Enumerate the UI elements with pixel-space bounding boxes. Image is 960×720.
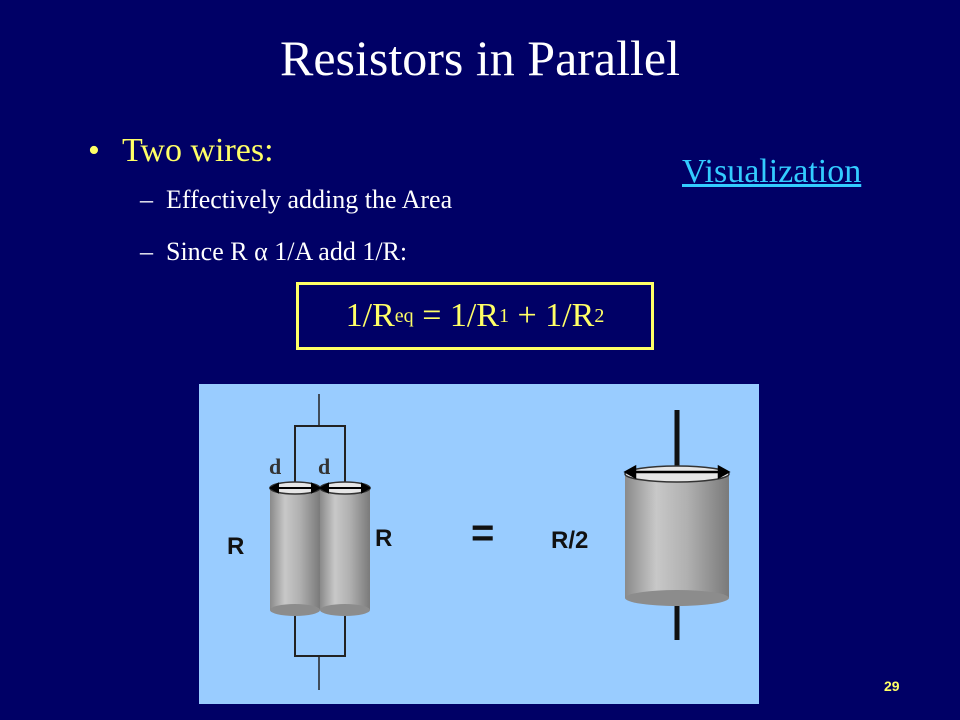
formula-lhs-sub: eq (394, 304, 414, 327)
left-resistor-cylinder (269, 481, 321, 616)
sub-item-1: –Effectively adding the Area (140, 185, 452, 215)
right-resistor-cylinder (319, 481, 371, 616)
page-number: 29 (884, 678, 900, 694)
r-label-left: R (227, 533, 244, 560)
formula-lhs: 1/R (345, 297, 395, 334)
double-width-arrow (623, 464, 731, 480)
bullet-dot: • (88, 132, 100, 169)
dash-icon: – (140, 237, 153, 266)
dash-icon: – (140, 185, 153, 214)
equivalent-resistor-cylinder (624, 465, 730, 606)
sub-item-2-text: Since R α 1/A add 1/R: (166, 237, 408, 266)
top-bracket (294, 425, 346, 484)
visualization-link[interactable]: Visualization (682, 153, 862, 190)
bullet-text: Two wires: (122, 132, 274, 169)
formula-mid-1: = 1/R (413, 297, 499, 334)
bottom-bracket (294, 612, 346, 657)
d-arrow-left (268, 482, 322, 494)
formula-sub-2: 2 (594, 304, 605, 327)
formula-mid-2: + 1/R (509, 297, 595, 334)
sub-item-2: –Since R α 1/A add 1/R: (140, 237, 407, 267)
slide-title: Resistors in Parallel (280, 30, 680, 86)
r-label-right: R (375, 525, 392, 552)
equals-sign: = (471, 511, 494, 555)
sub-item-1-text: Effectively adding the Area (166, 185, 453, 214)
r-half-label: R/2 (551, 527, 588, 554)
d-label-right: d (318, 454, 330, 479)
formula-sub-1: 1 (499, 304, 509, 327)
d-arrow-right (318, 482, 372, 494)
d-label-left: d (269, 454, 281, 479)
resistor-diagram: d d R R = R/2 (199, 384, 759, 704)
bullet-item: • Two wires: (88, 132, 274, 170)
